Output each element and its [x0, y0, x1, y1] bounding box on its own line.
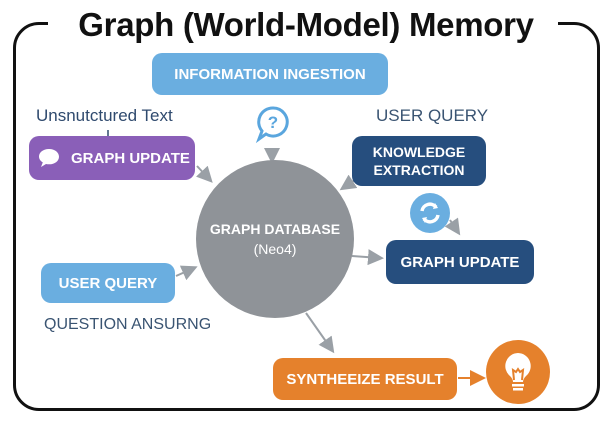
graph-update-right-box: GRAPH UPDATE [386, 240, 534, 284]
user-query-left-label: USER QUERY [58, 274, 158, 292]
synthesize-result-label: SYNTHEEIZE RESULT [286, 370, 444, 388]
synthesize-result-box: SYNTHEEIZE RESULT [273, 358, 457, 400]
question-bubble-icon: ? [255, 105, 291, 150]
lightbulb-icon [486, 340, 550, 404]
information-ingestion-box: INFORMATION INGESTION [152, 53, 388, 95]
graph-database-line2: (Neo4) [253, 241, 297, 257]
graph-update-left-label: GRAPH UPDATE [71, 149, 190, 167]
knowledge-extraction-box: KNOWLEDGE EXTRACTION [352, 136, 486, 186]
question-answering-label: QUESTION ANSURNG [44, 316, 212, 333]
graph-database-line1: GRAPH DATABASE [209, 221, 341, 237]
graph-update-right-label: GRAPH UPDATE [400, 253, 520, 271]
knowledge-extraction-line1: KNOWLEDGE [372, 144, 466, 160]
knowledge-extraction-line2: EXTRACTION [373, 162, 465, 178]
svg-text:?: ? [268, 113, 278, 132]
graph-database-node: GRAPH DATABASE (Neo4) [196, 160, 354, 318]
user-query-left-box: USER QUERY [41, 263, 175, 303]
diagram-title: Graph (World-Model) Memory [78, 6, 534, 43]
information-ingestion-label: INFORMATION INGESTION [174, 65, 366, 83]
chat-bubble-icon [37, 147, 61, 169]
user-query-top-label: USER QUERY [376, 106, 489, 125]
unstructured-text-label: Unsnutctured Text [36, 106, 173, 125]
arrow-update-to-db [195, 165, 213, 183]
refresh-icon [410, 193, 450, 233]
arrow-refresh-to-update [444, 217, 461, 236]
title-background [48, 6, 558, 46]
graph-update-left-box: GRAPH UPDATE [29, 136, 195, 180]
arrow-db-to-update [351, 249, 384, 266]
arrow-query-to-db [175, 265, 198, 281]
arrow-db-to-synthesize [305, 312, 335, 354]
